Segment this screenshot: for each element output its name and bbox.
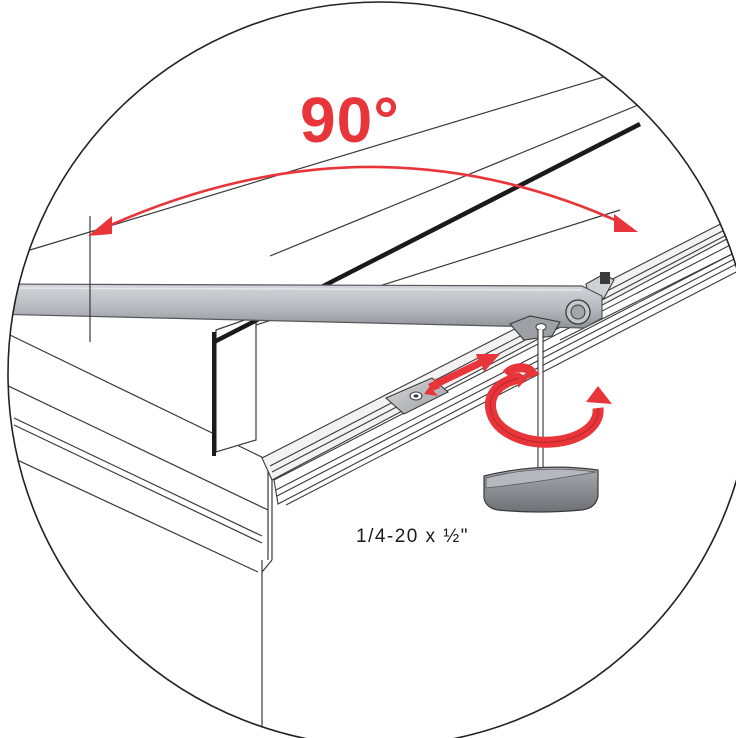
screwdriver: [483, 330, 599, 513]
arm-bracket: [509, 315, 561, 341]
arc-arrowhead-left: [88, 216, 112, 236]
detail-circle: [7, 1, 736, 738]
screwdriver-handle: [483, 466, 599, 513]
detail-view: [8, 65, 736, 738]
closer-arm: [8, 283, 603, 329]
arc-arrowhead-right: [614, 214, 638, 232]
swing-arc: [88, 165, 638, 236]
double-arrow-icon: [424, 354, 500, 396]
screw-size-label: 1/4-20 x ½": [356, 526, 470, 547]
angle-label: 90°: [300, 84, 400, 156]
slide-track: [261, 213, 736, 506]
rotate-arrow-icon: [485, 363, 612, 448]
